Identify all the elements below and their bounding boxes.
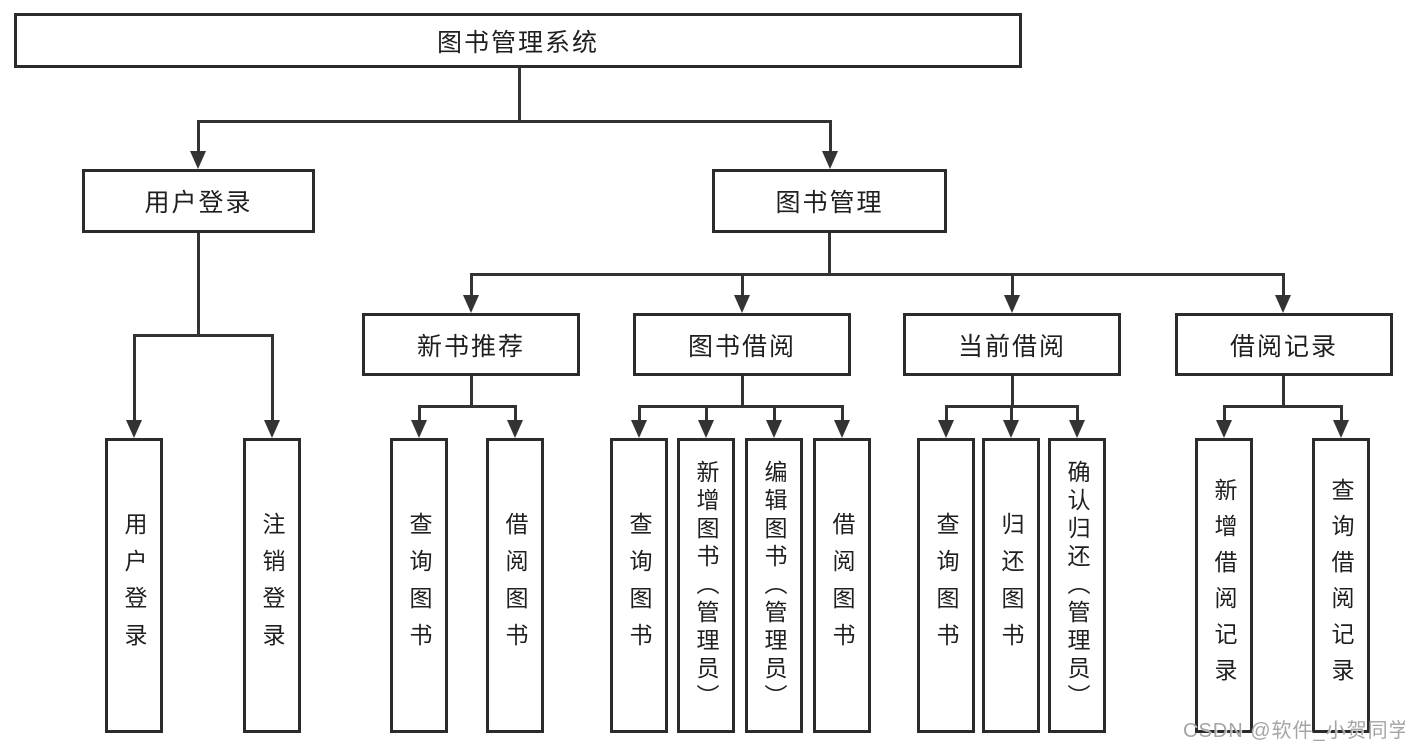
arrowhead (126, 420, 142, 438)
leaf-add-borrow-record: 新增借阅记录 (1195, 438, 1253, 733)
connector-to-new-book (470, 273, 473, 297)
node-borrowing-records: 借阅记录 (1175, 313, 1393, 376)
connector-leaf-stem (705, 405, 708, 422)
connector-leaf-stem (841, 405, 844, 422)
connector-to-book-borrow (741, 273, 744, 297)
arrowhead (507, 420, 523, 438)
arrowhead (1216, 420, 1232, 438)
leaf-query-books-recommend: 查询图书 (390, 438, 448, 733)
connector-book-borrow-branch (638, 405, 843, 408)
connector-current-borrow-stem (1011, 376, 1014, 407)
arrowhead (631, 420, 647, 438)
connector-root-stem (518, 68, 521, 122)
arrowhead (1333, 420, 1349, 438)
leaf-borrow-books-recommend: 借阅图书 (486, 438, 544, 733)
leaf-return-books: 归还图书 (982, 438, 1040, 733)
arrowhead (1069, 420, 1085, 438)
connector-root-branch (197, 120, 831, 123)
leaf-confirm-return-admin: 确认归还（管理员） (1048, 438, 1106, 733)
connector-leaf-stem (1010, 405, 1013, 422)
connector-leaf-stem (418, 405, 421, 422)
arrowhead (411, 420, 427, 438)
node-current-borrowing: 当前借阅 (903, 313, 1121, 376)
watermark: CSDN @软件_小贺同学 (1183, 720, 1405, 742)
connector-leaf-stem (514, 405, 517, 422)
connector-book-mgmt-branch (470, 273, 1284, 276)
connector-leaf-stem (1223, 405, 1226, 422)
node-book-borrowing: 图书借阅 (633, 313, 851, 376)
connector-to-user-login (197, 120, 200, 153)
connector-leaf-stem (773, 405, 776, 422)
leaf-logout: 注销登录 (243, 438, 301, 733)
node-library-system: 图书管理系统 (14, 13, 1022, 68)
arrowhead (1003, 420, 1019, 438)
connector-to-current-borrow (1011, 273, 1014, 297)
leaf-edit-book-admin: 编辑图书（管理员） (745, 438, 803, 733)
connector-new-book-stem (470, 376, 473, 407)
connector-book-mgmt-stem (828, 233, 831, 275)
connector-book-borrow-stem (741, 376, 744, 407)
node-user-login: 用户登录 (82, 169, 315, 233)
node-book-management: 图书管理 (712, 169, 947, 233)
leaf-add-book-admin: 新增图书（管理员） (677, 438, 735, 733)
connector-to-leaf-user-login (133, 334, 136, 422)
connector-leaf-stem (945, 405, 948, 422)
connector-user-login-stem (197, 233, 200, 336)
connector-borrow-records-stem (1282, 376, 1285, 407)
connector-to-borrow-records (1282, 273, 1285, 297)
arrowhead (822, 151, 838, 169)
arrowhead (264, 420, 280, 438)
arrowhead (938, 420, 954, 438)
arrowhead (190, 151, 206, 169)
arrowhead (834, 420, 850, 438)
connector-new-book-branch (418, 405, 517, 408)
arrowhead (1004, 295, 1020, 313)
leaf-query-borrow-record: 查询借阅记录 (1312, 438, 1370, 733)
arrowhead (1275, 295, 1291, 313)
leaf-user-login: 用户登录 (105, 438, 163, 733)
connector-to-leaf-logout (271, 334, 274, 422)
connector-leaf-stem (638, 405, 641, 422)
connector-leaf-stem (1340, 405, 1343, 422)
connector-borrow-records-branch (1223, 405, 1342, 408)
node-new-book-recommend: 新书推荐 (362, 313, 580, 376)
connector-to-book-management (829, 120, 832, 153)
leaf-query-books-borrow: 查询图书 (610, 438, 668, 733)
arrowhead (698, 420, 714, 438)
connector-leaf-stem (1076, 405, 1079, 422)
arrowhead (734, 295, 750, 313)
connector-user-login-branch (133, 334, 274, 337)
leaf-borrow-books: 借阅图书 (813, 438, 871, 733)
arrowhead (766, 420, 782, 438)
arrowhead (463, 295, 479, 313)
leaf-query-books-current: 查询图书 (917, 438, 975, 733)
